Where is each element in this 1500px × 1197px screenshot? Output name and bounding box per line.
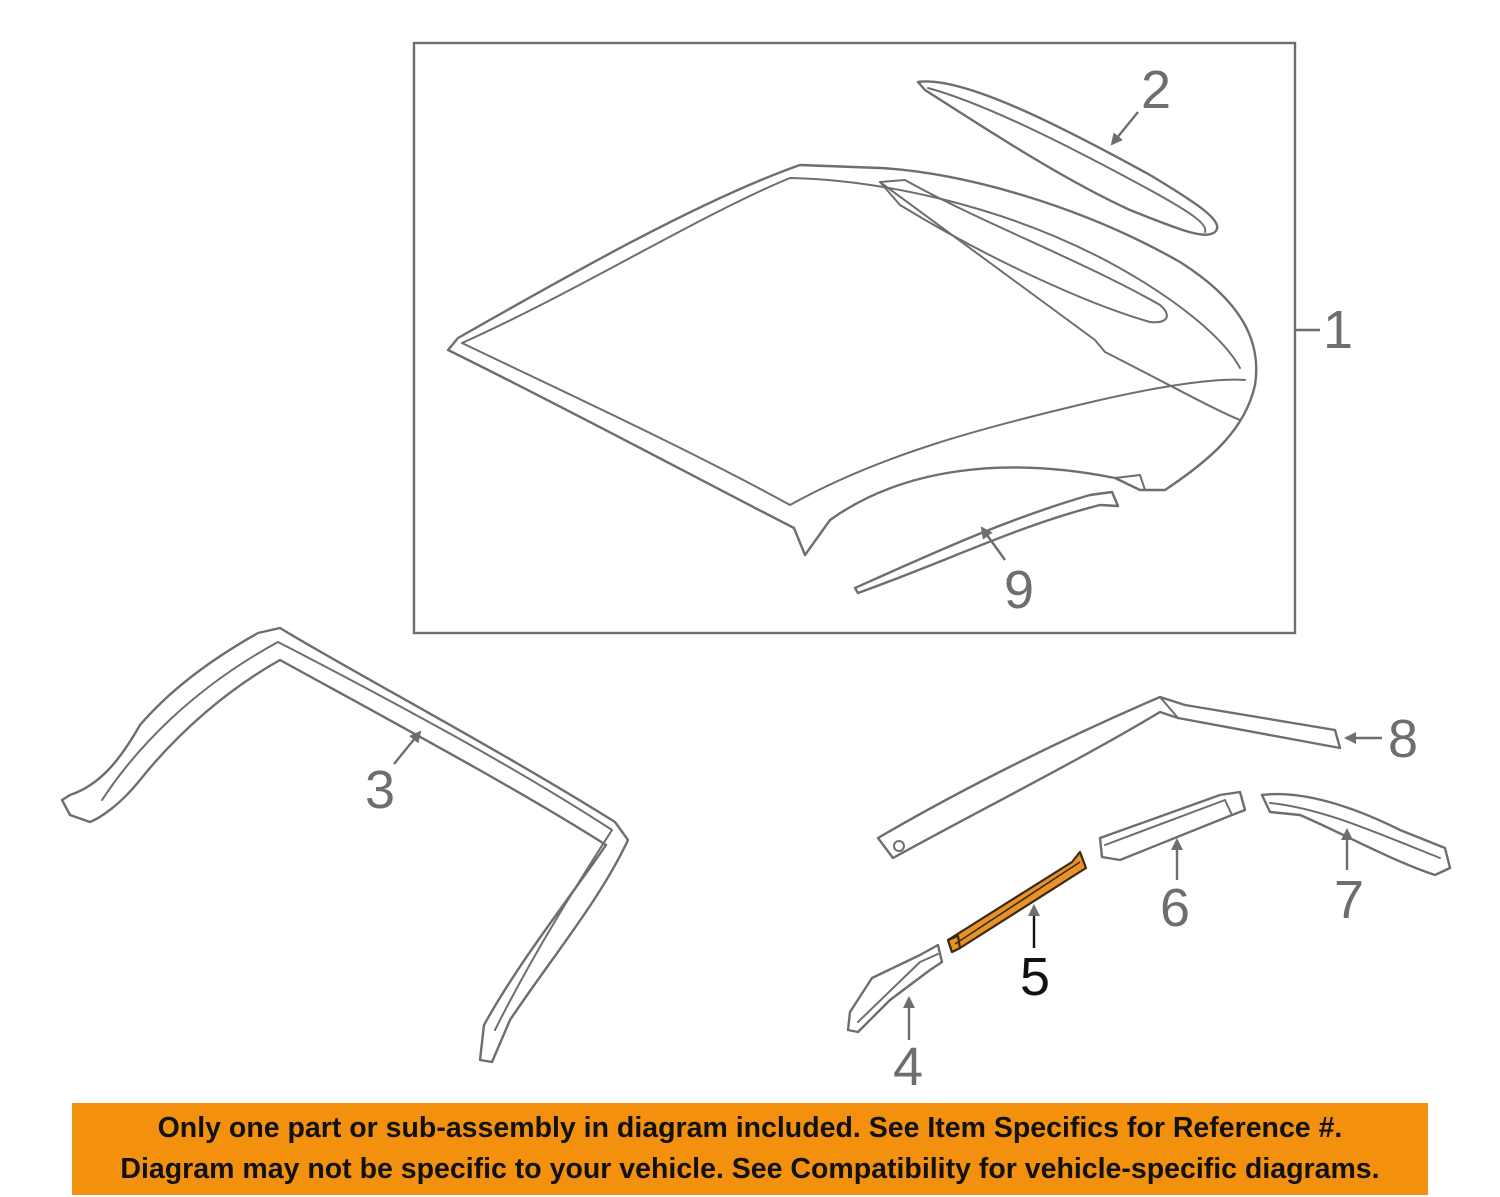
callout-4: 4 [893,1037,923,1090]
disclaimer-line-1: Only one part or sub-assembly in diagram… [157,1112,1343,1144]
part-1-roof-panel[interactable] [446,163,1258,557]
part-8-fold [1159,696,1179,719]
callout-5: 5 [1020,947,1050,1007]
part-9-weatherstrip[interactable] [853,490,1120,595]
part-3-frame-inner [101,641,613,1031]
part-5-highlighted[interactable] [946,850,1088,954]
leader-9 [980,526,1006,561]
callout-3: 3 [365,760,395,820]
part-6-bracket-edge [1104,799,1233,846]
callout-8: 8 [1388,709,1418,769]
callout-7: 7 [1334,870,1364,930]
disclaimer-line-2: Diagram may not be specific to your vehi… [120,1153,1380,1185]
part-2-spoiler[interactable] [916,80,1219,236]
callout-6: 6 [1160,878,1190,938]
part-7-trim-edge [1269,802,1441,859]
part-8-hole [893,840,905,852]
callout-9: 9 [1004,560,1034,620]
disclaimer-banner: Only one part or sub-assembly in diagram… [72,1103,1428,1195]
parts-diagram: 1 2 3 4 5 6 7 8 9 [60,41,1452,1090]
callout-2: 2 [1141,60,1171,120]
part-2-spoiler-edge [927,87,1207,233]
part-7-trim[interactable] [1260,792,1452,877]
leader-3 [393,730,422,765]
part-4-bracket-edge [857,953,939,1023]
leader-2 [1110,111,1139,146]
part-8-rail[interactable] [876,695,1342,860]
assembly-frame [412,41,1297,635]
callout-1: 1 [1323,300,1353,360]
part-3-frame[interactable] [60,626,630,1064]
part-6-bracket[interactable] [1098,790,1247,862]
